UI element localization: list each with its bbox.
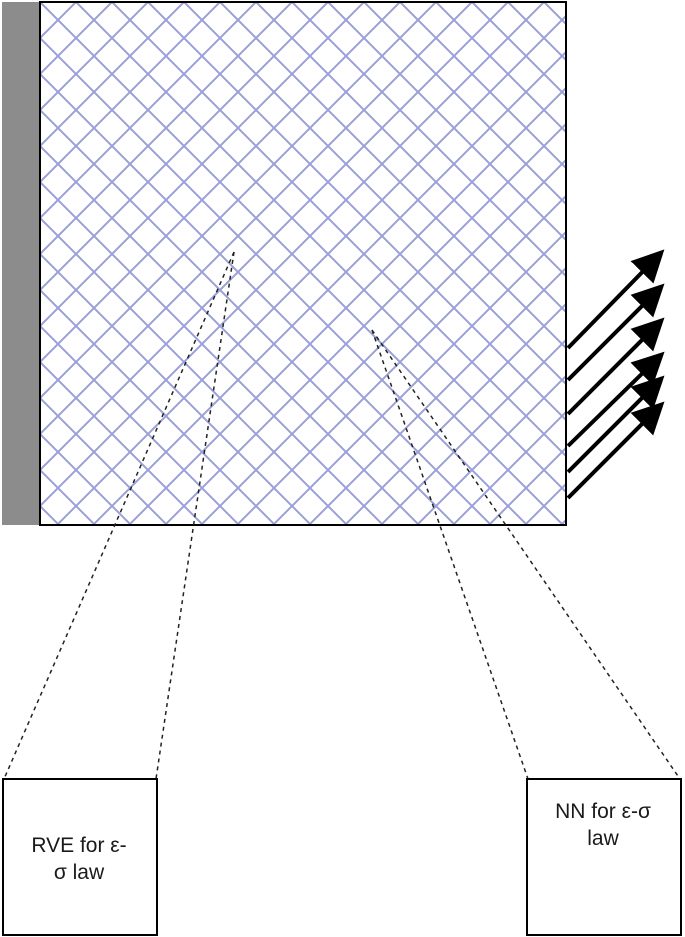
fixed-support-icon [2,2,40,525]
rve-box-label: RVE for ε- σ law [31,834,127,884]
zoom-line-rve-right [155,251,235,780]
arrow-icon [566,375,665,474]
arrow-icon [566,283,665,382]
arrow-icon [566,317,665,416]
rve-box [2,778,158,936]
zoom-lines [3,251,681,780]
arrow-icon [566,351,665,448]
nn-box [526,778,682,936]
arrow-icon [566,401,665,500]
zoom-line-nn-right [371,329,681,780]
arrow-icon [566,249,665,350]
domain-outline [39,1,567,526]
load-arrows [566,249,665,500]
mesh-domain [39,1,567,526]
nn-box-label: NN for ε-σ law [555,800,651,850]
